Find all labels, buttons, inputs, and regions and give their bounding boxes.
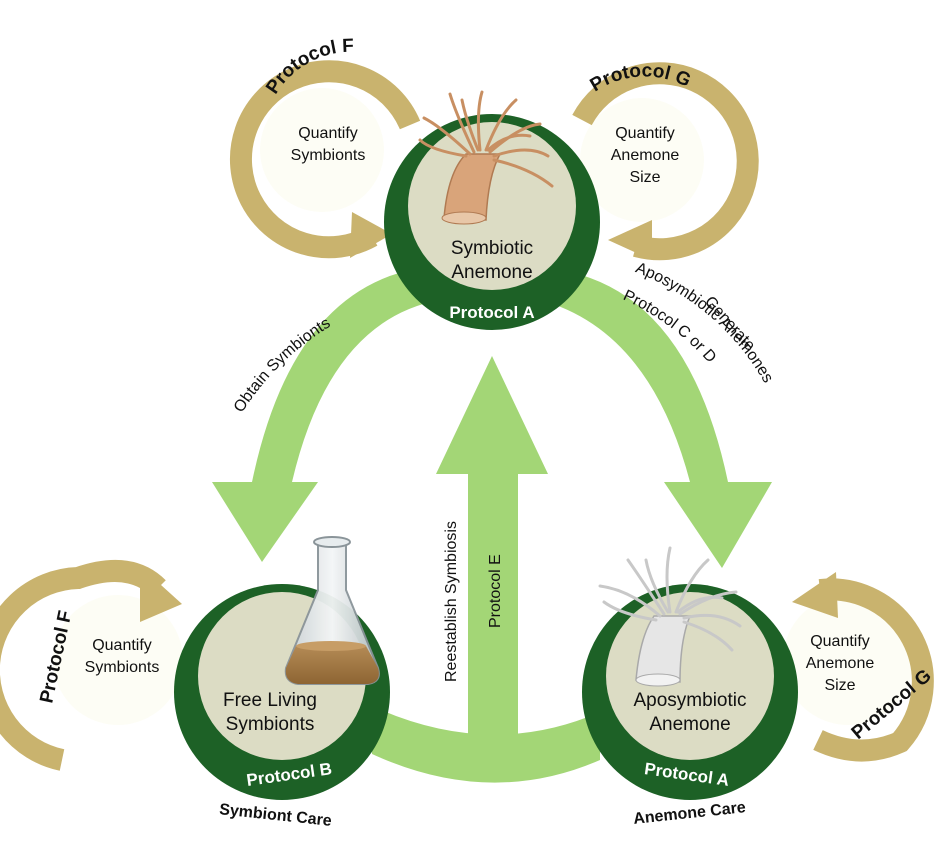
reestablish-label: Reestablish Symbiosis xyxy=(443,521,460,682)
node-symbiotic-anemone: Symbiotic Anemone Protocol A xyxy=(384,90,600,330)
loop-arrow-head xyxy=(792,572,838,618)
loop-line2: Anemone xyxy=(611,147,680,164)
loop-arrow-head xyxy=(608,220,652,260)
node-label-line1: Free Living xyxy=(223,690,317,711)
sea-anemone-white-icon xyxy=(598,546,742,687)
loop-line1: Quantify xyxy=(615,125,675,142)
loop-line1: Quantify xyxy=(810,633,870,650)
cycle-arrows xyxy=(212,268,772,783)
node-protocol-label: Protocol A xyxy=(449,303,534,322)
care-label: Anemone Care xyxy=(632,799,746,828)
loop-line3: Size xyxy=(824,677,855,694)
node-free-living-symbionts: Free Living Symbionts Protocol B Symbion… xyxy=(174,536,390,830)
obtain-arrow-body xyxy=(252,268,440,482)
loop-bottom-left: Protocol F Quantify Symbionts xyxy=(0,559,183,771)
loop-line2: Symbionts xyxy=(85,659,160,676)
protocol-e-label: Protocol E xyxy=(487,554,504,628)
node-aposymbiotic-anemone: Aposymbiotic Anemone Protocol A Anemone … xyxy=(582,546,798,828)
generate-arrow-body xyxy=(540,270,728,482)
node-label-line1: Aposymbiotic xyxy=(634,690,747,711)
node-label-line1: Symbiotic xyxy=(451,238,533,259)
care-label: Symbiont Care xyxy=(218,801,332,830)
node-label-line2: Symbionts xyxy=(226,714,315,735)
node-label-line2: Anemone xyxy=(649,714,730,735)
obtain-arrow-head xyxy=(212,482,318,562)
loop-line3: Size xyxy=(629,169,660,186)
loop-line1: Quantify xyxy=(298,125,358,142)
erlenmeyer-flask-icon xyxy=(284,536,380,685)
node-label-line2: Anemone xyxy=(451,262,532,283)
loop-top-right: Protocol G Quantify Anemone Size xyxy=(572,60,759,261)
loop-line1: Quantify xyxy=(92,637,152,654)
generate-arrow-head xyxy=(664,482,772,568)
loop-top-left: Protocol F Quantify Symbionts xyxy=(229,36,421,259)
loop-bottom-right: Protocol G Quantify Anemone Size xyxy=(783,572,936,762)
loop-arrow-head xyxy=(140,566,182,622)
sea-anemone-brown-icon xyxy=(418,90,554,225)
loop-line2: Anemone xyxy=(806,655,875,672)
loop-line2: Symbionts xyxy=(291,147,366,164)
reestablish-arrow-head xyxy=(436,356,548,474)
reestablish-arrow-shaft xyxy=(468,470,518,770)
loop-arrow-head xyxy=(350,212,392,258)
